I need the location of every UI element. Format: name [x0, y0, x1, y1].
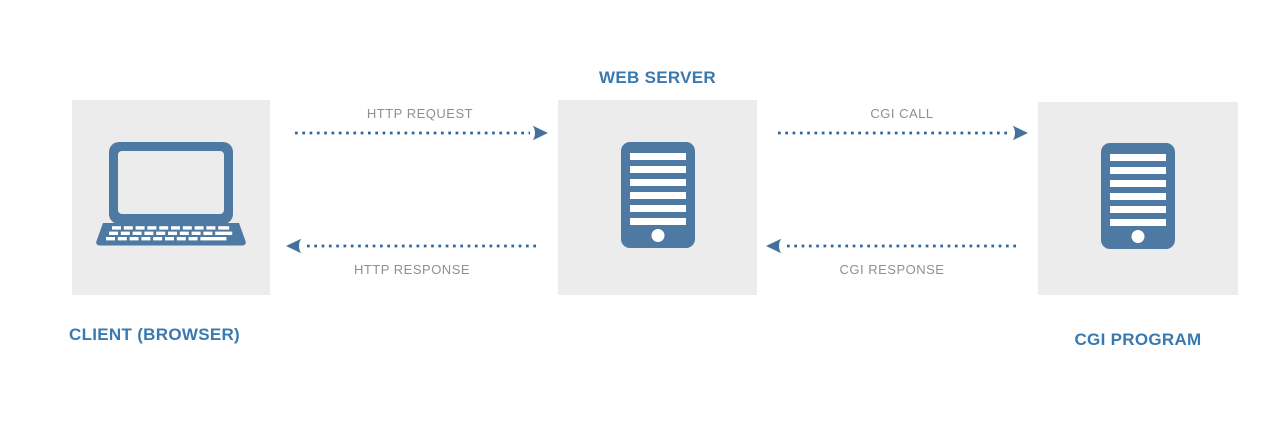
node-cgi-program-box	[1038, 102, 1238, 295]
cgi-response-arrow	[766, 238, 1018, 254]
laptop-icon	[95, 142, 247, 253]
server-icon	[1101, 143, 1175, 254]
http-request-label: HTTP REQUEST	[366, 106, 474, 121]
web-server-node-label: WEB SERVER	[599, 68, 716, 87]
client-node-label: CLIENT (BROWSER)	[69, 325, 241, 344]
cgi-call-label: CGI CALL	[870, 106, 934, 121]
http-request-arrow	[293, 125, 548, 141]
cgi-call-arrow	[776, 125, 1028, 141]
server-icon	[620, 142, 695, 253]
node-web-server-box	[558, 100, 757, 295]
node-client-box	[72, 100, 270, 295]
cgi-program-node-label: CGI PROGRAM	[1074, 330, 1202, 349]
http-response-arrow	[286, 238, 538, 254]
cgi-response-label: CGI RESPONSE	[839, 262, 945, 277]
http-response-label: HTTP RESPONSE	[353, 262, 471, 277]
